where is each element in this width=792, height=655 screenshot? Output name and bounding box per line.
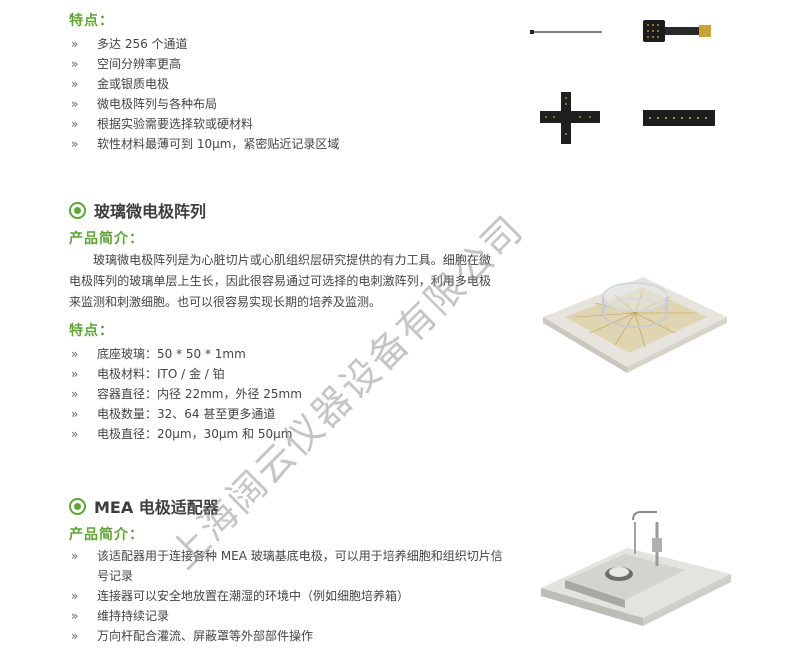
- features-heading-2: 特点：: [69, 323, 114, 339]
- features-list-3: »该适配器用于连接各种 MEA 玻璃基底电极，可以用于培养细胞和组织切片信号记录…: [69, 546, 509, 646]
- bullseye-icon: [69, 201, 86, 219]
- list-item: »根据实验需要选择软或硬材料: [71, 117, 254, 131]
- intro-heading-3: 产品简介：: [69, 527, 144, 543]
- list-item: »电极材料：ITO / 金 / 铂: [71, 367, 225, 381]
- list-item: »容器直径：内径 22mm，外径 25mm: [71, 387, 302, 401]
- mea-adapter-image: [541, 511, 731, 626]
- section-title-mea-adapter: MEA 电极适配器: [69, 494, 219, 518]
- features-list-1: »多达 256 个通道 »空间分辨率更高 »金或银质电极 »微电极阵列与各种布局…: [69, 34, 489, 154]
- list-item: »维持持续记录: [71, 609, 170, 623]
- list-item: »万向杆配合灌流、屏蔽罩等外部部件操作: [71, 629, 314, 643]
- section-title-glass-mea: 玻璃微电极阵列: [69, 198, 206, 222]
- list-item: »连接器可以安全地放置在潮湿的环境中（例如细胞培养箱）: [71, 589, 410, 603]
- intro-heading-2: 产品简介：: [69, 231, 144, 247]
- list-item: »该适配器用于连接各种 MEA 玻璃基底电极，可以用于培养细胞和组织切片信号记录: [71, 549, 503, 583]
- list-item: »电极数量：32、64 甚至更多通道: [71, 407, 276, 421]
- list-item: »空间分辨率更高: [71, 57, 182, 71]
- list-item: »软性材料最薄可到 10µm，紧密贴近记录区域: [71, 137, 340, 151]
- flexible-electrode-images: [530, 20, 715, 144]
- list-item: »微电极阵列与各种布局: [71, 97, 218, 111]
- list-item: »金或银质电极: [71, 77, 170, 91]
- features-heading-1: 特点：: [69, 13, 114, 29]
- flex-array-image: [643, 20, 711, 42]
- bullseye-icon: [69, 497, 86, 515]
- strip-array-image: [643, 110, 715, 126]
- glass-mea-image: [543, 277, 727, 373]
- intro-paragraph-2: 玻璃微电极阵列是为心脏切片或心肌组织层研究提供的有力工具。细胞在微电极阵列的玻璃…: [69, 253, 491, 309]
- features-list-2: »底座玻璃：50 * 50 * 1mm »电极材料：ITO / 金 / 铂 »容…: [69, 344, 489, 444]
- list-item: »电极直径：20µm，30µm 和 50µm: [71, 427, 293, 441]
- cross-array-image: [540, 92, 600, 144]
- list-item: »多达 256 个通道: [71, 37, 188, 51]
- list-item: »底座玻璃：50 * 50 * 1mm: [71, 347, 246, 361]
- thin-probe-image: [530, 30, 602, 34]
